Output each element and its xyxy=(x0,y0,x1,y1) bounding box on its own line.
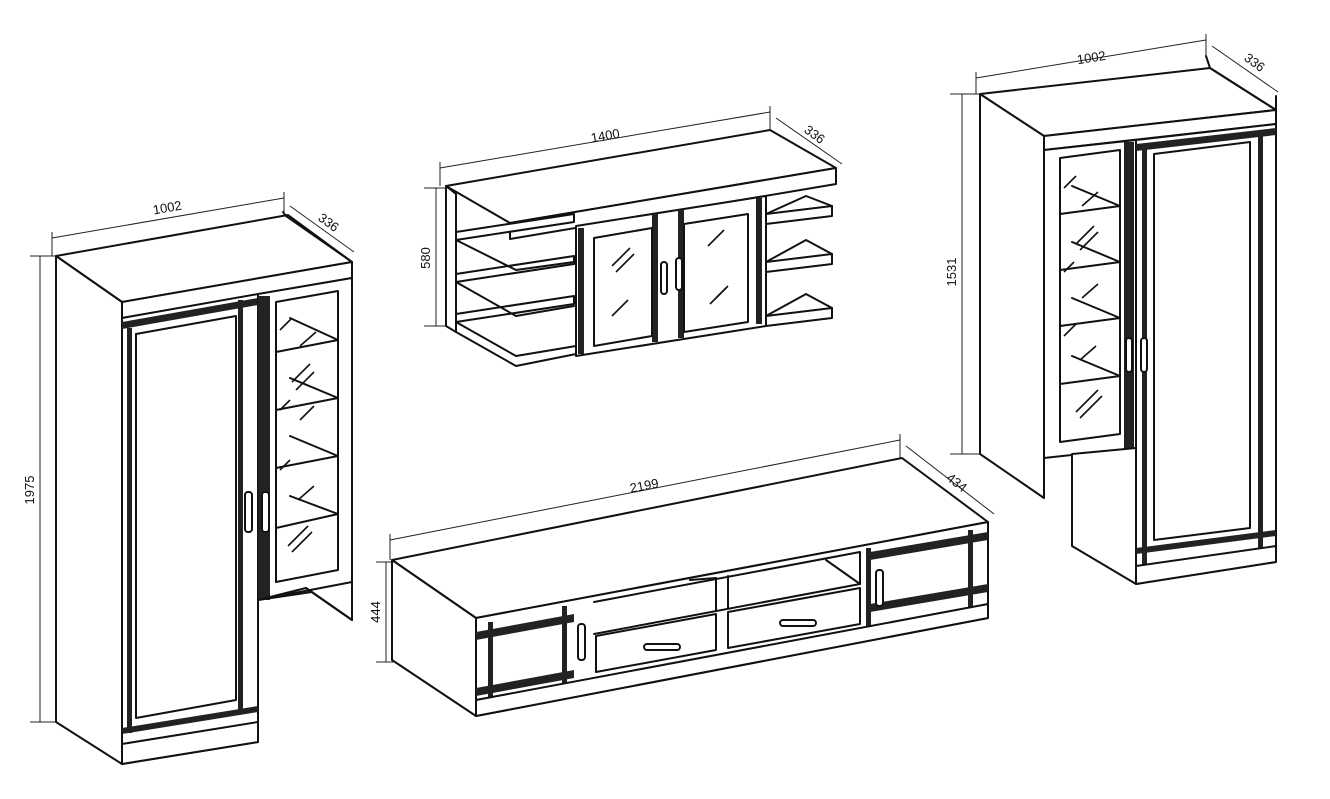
right-cabinet-height-label: 1531 xyxy=(944,258,959,287)
right-cabinet-width-label: 1002 xyxy=(1076,48,1107,67)
tv-stand-height-label: 444 xyxy=(368,601,383,623)
left-cabinet-depth-label: 336 xyxy=(315,210,341,235)
wall-shelf-depth-label: 336 xyxy=(801,122,827,147)
tv-stand xyxy=(391,457,989,717)
right-cabinet xyxy=(979,55,1277,585)
glass-reflection-marks xyxy=(279,317,317,553)
tv-stand-width-label: 2199 xyxy=(629,475,660,495)
wall-shelf-height-label: 580 xyxy=(418,247,433,269)
left-cabinet xyxy=(55,211,353,765)
wall-shelf-width-label: 1400 xyxy=(590,126,621,146)
right-cabinet-depth-label: 336 xyxy=(1241,50,1267,75)
left-cabinet-width-label: 1002 xyxy=(152,198,183,218)
wall-shelf xyxy=(445,129,837,367)
left-cabinet-height-label: 1975 xyxy=(22,476,37,505)
